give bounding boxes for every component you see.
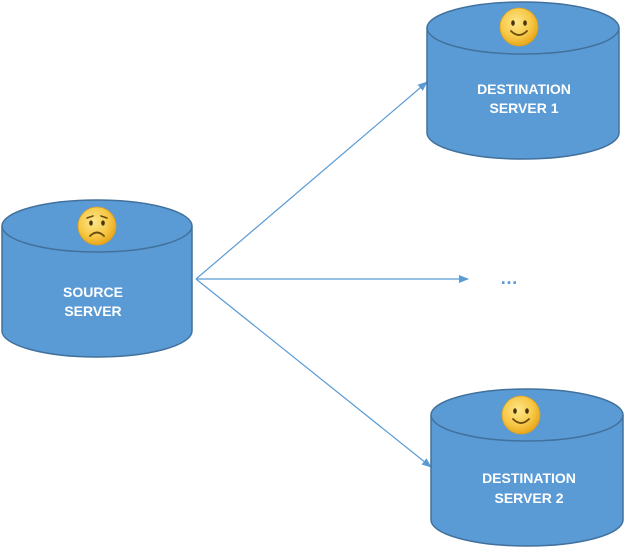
destination-server-1-label-line1: DESTINATION	[477, 81, 571, 97]
smiling-face-icon	[501, 395, 541, 435]
arrow-to-destination-1	[195, 81, 428, 280]
source-server-label-line1: SOURCE	[63, 284, 123, 300]
destination-server-1-label-line2: SERVER 1	[490, 100, 559, 116]
source-server-body	[1, 226, 193, 358]
source-server-cylinder: SOURCE SERVER	[1, 199, 193, 358]
destination-server-2-label-line1: DESTINATION	[482, 470, 576, 486]
destination-server-1-body	[426, 28, 620, 160]
destination-server-2-label-line2: SERVER 2	[495, 490, 564, 506]
source-server-label-line2: SERVER	[64, 303, 121, 319]
destination-server-2-body	[430, 415, 624, 547]
more-servers-ellipsis: …	[500, 268, 520, 288]
destination-server-1-cylinder: DESTINATION SERVER 1	[426, 1, 620, 160]
smiling-face-icon	[499, 7, 539, 47]
connection-arrows	[195, 81, 469, 468]
destination-server-2-cylinder: DESTINATION SERVER 2	[430, 388, 624, 547]
arrow-to-destination-2	[195, 278, 432, 468]
worried-face-icon	[77, 206, 117, 246]
